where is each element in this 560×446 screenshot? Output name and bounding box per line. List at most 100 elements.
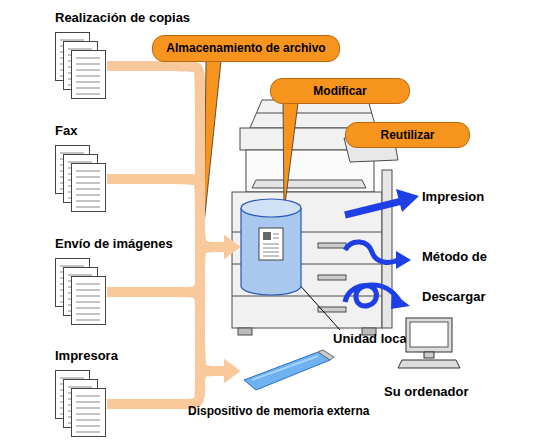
node-label: Almacenamiento de archivo	[166, 41, 325, 56]
flow-arrow	[107, 66, 226, 371]
memory-stick: Dispositivo de memoria externa	[240, 350, 335, 392]
document-page	[72, 164, 106, 212]
document-line	[273, 238, 279, 239]
document-icon	[259, 228, 283, 260]
document-line	[60, 266, 84, 267]
arrow-label: Impresion	[422, 189, 484, 204]
usb-shape	[240, 350, 335, 392]
stick-body	[244, 352, 330, 390]
straight-arrow-head	[396, 189, 419, 212]
document-line	[76, 414, 100, 415]
loop-arrow-shaft	[345, 285, 399, 306]
document-line	[76, 314, 100, 315]
document-line	[76, 408, 100, 409]
printer-tray	[252, 180, 366, 188]
flow-arrow	[107, 292, 226, 371]
document-line	[76, 302, 100, 303]
printer-detail	[257, 113, 372, 114]
callout-tail	[204, 61, 221, 224]
cylinder-shape	[240, 198, 302, 296]
callout-box: Modificar	[270, 78, 410, 104]
document-line	[68, 275, 92, 276]
cylinder-body	[241, 208, 301, 295]
document-line	[68, 387, 92, 388]
computer-shape	[398, 318, 460, 370]
document-line	[76, 296, 100, 297]
callout-box: Almacenamiento de archivo	[152, 35, 340, 62]
monitor-stand	[424, 352, 434, 358]
node-label: Unidad local	[333, 331, 410, 346]
node-label: Impresora	[55, 348, 118, 363]
document-stack: Fax	[55, 145, 107, 213]
wavy-arrow-head	[396, 251, 411, 269]
arrow-label: Descargar	[422, 289, 486, 304]
document-line	[76, 284, 100, 285]
flow-arrow	[107, 66, 226, 247]
document-stack: Realización de copias	[55, 32, 107, 100]
printer-handle	[318, 243, 346, 248]
document-line	[76, 396, 100, 397]
straight-arrow-shaft	[345, 201, 402, 215]
loop-arrow-head	[391, 292, 410, 309]
stack-shape	[55, 370, 107, 438]
node-label: Dispositivo de memoria externa	[188, 404, 369, 419]
document-line	[76, 177, 100, 178]
stack-shape	[55, 32, 107, 100]
document-line	[76, 189, 100, 190]
stick-connector	[318, 350, 334, 360]
document-line	[76, 82, 100, 83]
document-line	[263, 244, 279, 245]
document-line	[76, 64, 100, 65]
callout-box: Reutilizar	[345, 122, 470, 148]
flow-arrow	[107, 247, 226, 404]
document-stack: Envío de imágenes	[55, 258, 107, 326]
document-line	[76, 420, 100, 421]
document-line	[76, 201, 100, 202]
flow-arrow	[107, 247, 226, 292]
document-line	[60, 378, 84, 379]
node-label: Modificar	[313, 84, 366, 99]
document-line	[60, 153, 84, 154]
printer-cassette-line	[232, 296, 382, 297]
document-line	[76, 88, 100, 89]
document-line	[76, 290, 100, 291]
flow-arrow	[107, 371, 226, 404]
document-line	[76, 320, 100, 321]
storage-cylinder: Unidad local	[240, 198, 302, 296]
node-label: Reutilizar	[380, 128, 434, 143]
callout-tail	[283, 103, 298, 212]
document-page	[72, 277, 106, 325]
document-line	[263, 248, 279, 249]
document-page	[72, 389, 106, 437]
document-line	[68, 49, 92, 50]
document-line	[76, 76, 100, 77]
node-label: Envío de imágenes	[55, 236, 173, 251]
node-label: Su ordenador	[384, 384, 469, 399]
document-line	[76, 207, 100, 208]
document-line	[76, 70, 100, 71]
document-line	[76, 195, 100, 196]
wavy-arrow-shaft	[345, 242, 398, 262]
document-stack: Impresora	[55, 370, 107, 438]
keyboard	[398, 360, 460, 368]
document-line	[60, 40, 84, 41]
document-picture	[263, 232, 271, 240]
arrow-label: Método de	[422, 249, 487, 264]
stack-shape	[55, 145, 107, 213]
monitor-screen	[410, 322, 448, 347]
blue-arrows	[345, 189, 419, 309]
node-label: Realización de copias	[55, 10, 190, 25]
document-line	[76, 58, 100, 59]
monitor-frame	[406, 318, 452, 352]
cylinder-top	[241, 199, 301, 217]
document-line	[263, 256, 279, 257]
node-label: Fax	[55, 123, 77, 138]
document-line	[76, 94, 100, 95]
stick-highlight	[252, 356, 318, 380]
printer-handle	[318, 275, 346, 280]
document-line	[273, 234, 279, 235]
document-line	[76, 308, 100, 309]
flow-arrow	[107, 179, 226, 371]
